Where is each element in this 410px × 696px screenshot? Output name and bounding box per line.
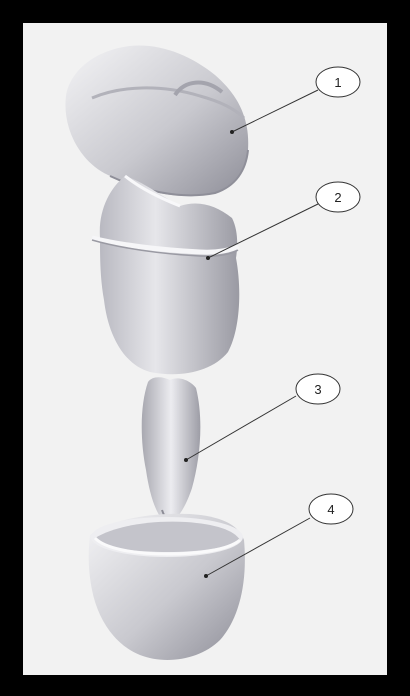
- callout-3: 3: [296, 374, 340, 404]
- part-2-core: [92, 176, 239, 374]
- callout-2-label: 2: [334, 190, 341, 205]
- callout-4: 4: [309, 494, 353, 524]
- part-3-post: [142, 377, 201, 524]
- part-1-crown: [65, 46, 248, 197]
- callout-3-label: 3: [314, 382, 321, 397]
- callout-2: 2: [316, 182, 360, 212]
- leader-line-1: [232, 90, 318, 132]
- callout-4-label: 4: [327, 502, 334, 517]
- part-4-base: [89, 514, 245, 660]
- leader-line-3: [186, 396, 296, 460]
- callout-1-label: 1: [334, 75, 341, 90]
- callout-1: 1: [316, 67, 360, 97]
